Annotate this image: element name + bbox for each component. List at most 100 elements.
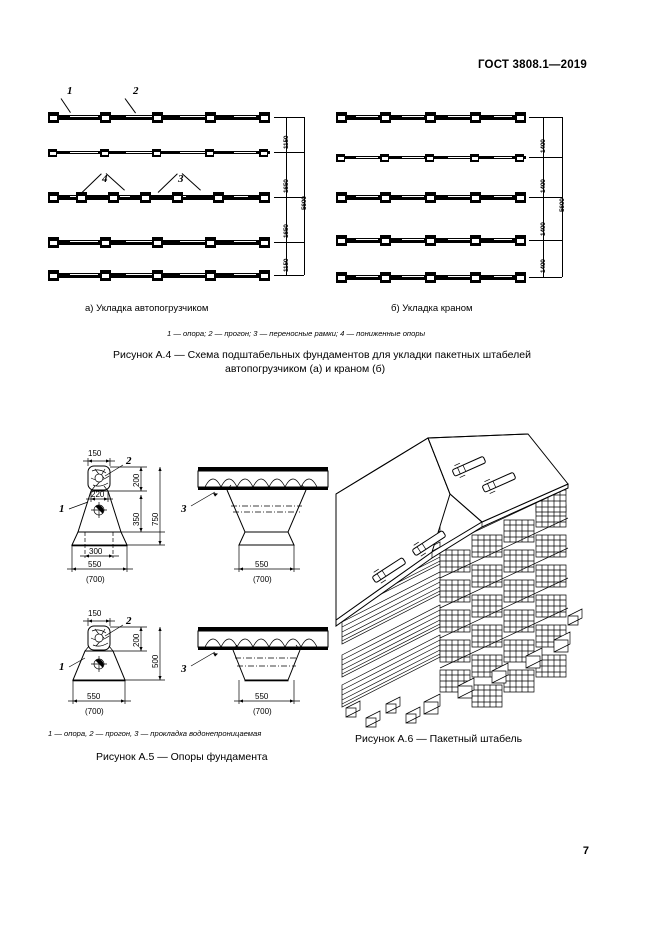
support-block — [470, 272, 481, 283]
callout-layer-tall: 3 — [180, 503, 187, 515]
support-block — [425, 235, 436, 246]
leader-line-frame-left — [157, 173, 178, 193]
support-block — [259, 237, 270, 248]
support-block — [515, 112, 526, 123]
foundation-row — [48, 270, 270, 281]
support-block — [380, 112, 391, 123]
foundation-row — [336, 192, 526, 203]
support-block — [152, 237, 163, 248]
dimension-150-low: 150 — [83, 609, 115, 626]
support-block — [380, 154, 389, 162]
support-block — [470, 192, 481, 203]
dimension-value: 1650 — [283, 179, 290, 193]
support-block — [48, 149, 57, 157]
cover-battens — [372, 456, 516, 584]
support-block — [336, 154, 345, 162]
support-block — [380, 192, 391, 203]
foundation-row — [336, 235, 526, 246]
figure-a4-title-line1: Рисунок А.4 — Схема подштабельных фундам… — [113, 349, 531, 361]
leader-line-frame-right — [181, 173, 201, 191]
support-block — [205, 270, 216, 281]
dimension-widths-section-tall: 550 (700) — [234, 545, 300, 584]
support-block — [48, 237, 59, 248]
dim-top-width-low: 150 — [88, 609, 102, 618]
dim-base-width-alt-tall: (700) — [86, 575, 105, 584]
dimension-widths-tall: 300 550 (700) — [67, 532, 133, 584]
support-block — [470, 112, 481, 123]
dim-neck-width-tall: 220 — [91, 490, 105, 499]
dimension-column-a: 1150 1650 1650 1150 5600 — [274, 112, 319, 282]
support-block — [140, 192, 151, 203]
callout-girder-a: 2 — [133, 85, 139, 97]
support-block — [259, 112, 270, 123]
dimension-value: 1400 — [540, 222, 547, 236]
callout-layer-low: 3 — [180, 663, 187, 675]
dimension-column-b: 1400 1400 1400 1400 5600 — [529, 112, 577, 284]
dimension-total: 5600 — [301, 196, 308, 210]
dim-total-height-tall: 750 — [151, 512, 160, 526]
figure-a5-drawing: 150 220 200 350 750 — [55, 440, 345, 720]
waterproof-layer-low — [197, 627, 329, 650]
support-block — [380, 272, 391, 283]
scheme-a-caption: а) Укладка автопогрузчиком — [85, 303, 209, 314]
stack-cover — [335, 433, 569, 627]
figure-a6-drawing — [332, 432, 612, 728]
lowered-support-block — [76, 192, 87, 203]
dim-mid-width-tall: 300 — [89, 547, 103, 556]
foundation-row — [336, 272, 526, 283]
dim-girder-height-tall: 200 — [132, 473, 141, 487]
dimension-value: 1650 — [283, 224, 290, 238]
dimension-value: 1400 — [540, 139, 547, 153]
dimension-value: 1400 — [540, 259, 547, 273]
support-block — [470, 154, 479, 162]
support-block — [259, 192, 270, 203]
foundation-row — [336, 152, 526, 163]
dim-girder-height-low: 200 — [132, 633, 141, 647]
dimension-widths-low: 550 (700) — [68, 680, 131, 716]
figure-a6-title: Рисунок А.6 — Пакетный штабель — [355, 733, 523, 745]
girder-cross-section-low — [87, 625, 111, 651]
support-body-section-tall — [226, 489, 307, 533]
support-body-section-low — [232, 649, 301, 681]
support-block — [205, 237, 216, 248]
support-block — [152, 149, 161, 157]
scheme-b-caption: б) Укладка краном — [391, 303, 473, 314]
support-block — [259, 270, 270, 281]
support-block — [515, 154, 524, 162]
support-block — [152, 270, 163, 281]
figure-a5-legend: 1 — опора, 2 — прогон, 3 — прокладка вод… — [48, 729, 262, 738]
foundation-row — [336, 112, 526, 123]
support-block — [425, 192, 436, 203]
support-block — [259, 149, 268, 157]
support-block — [336, 112, 347, 123]
support-block — [515, 192, 526, 203]
support-block — [425, 112, 436, 123]
portable-frame-block — [172, 192, 183, 203]
dim-base-width-alt-section-tall: (700) — [253, 575, 272, 584]
callout-support-tall: 1 — [59, 503, 65, 515]
page-number: 7 — [582, 845, 589, 857]
anchor-symbol-tall — [91, 502, 107, 518]
stack-base-supports — [345, 608, 583, 728]
dim-base-width-low: 550 — [87, 692, 101, 701]
dimension-widths-section-low: 550 (700) — [234, 680, 300, 716]
figure-a5-title: Рисунок А.5 — Опоры фундамента — [96, 751, 268, 763]
support-block — [425, 154, 434, 162]
support-block — [48, 270, 59, 281]
foundation-row — [48, 237, 270, 248]
support-block — [515, 235, 526, 246]
support-block — [100, 237, 111, 248]
support-block — [336, 272, 347, 283]
dimension-value: 1150 — [283, 258, 290, 272]
leader-line-support-a — [60, 98, 71, 113]
support-block — [100, 112, 111, 123]
dimension-220-tall: 220 — [86, 490, 113, 502]
foundation-row — [48, 147, 270, 158]
lowered-support-block — [108, 192, 119, 203]
support-block — [470, 235, 481, 246]
support-block — [336, 192, 347, 203]
callout-girder-low: 2 — [125, 615, 132, 627]
support-block — [336, 235, 347, 246]
girder-cross-section-tall — [87, 465, 111, 491]
callout-girder-tall: 2 — [125, 455, 132, 467]
